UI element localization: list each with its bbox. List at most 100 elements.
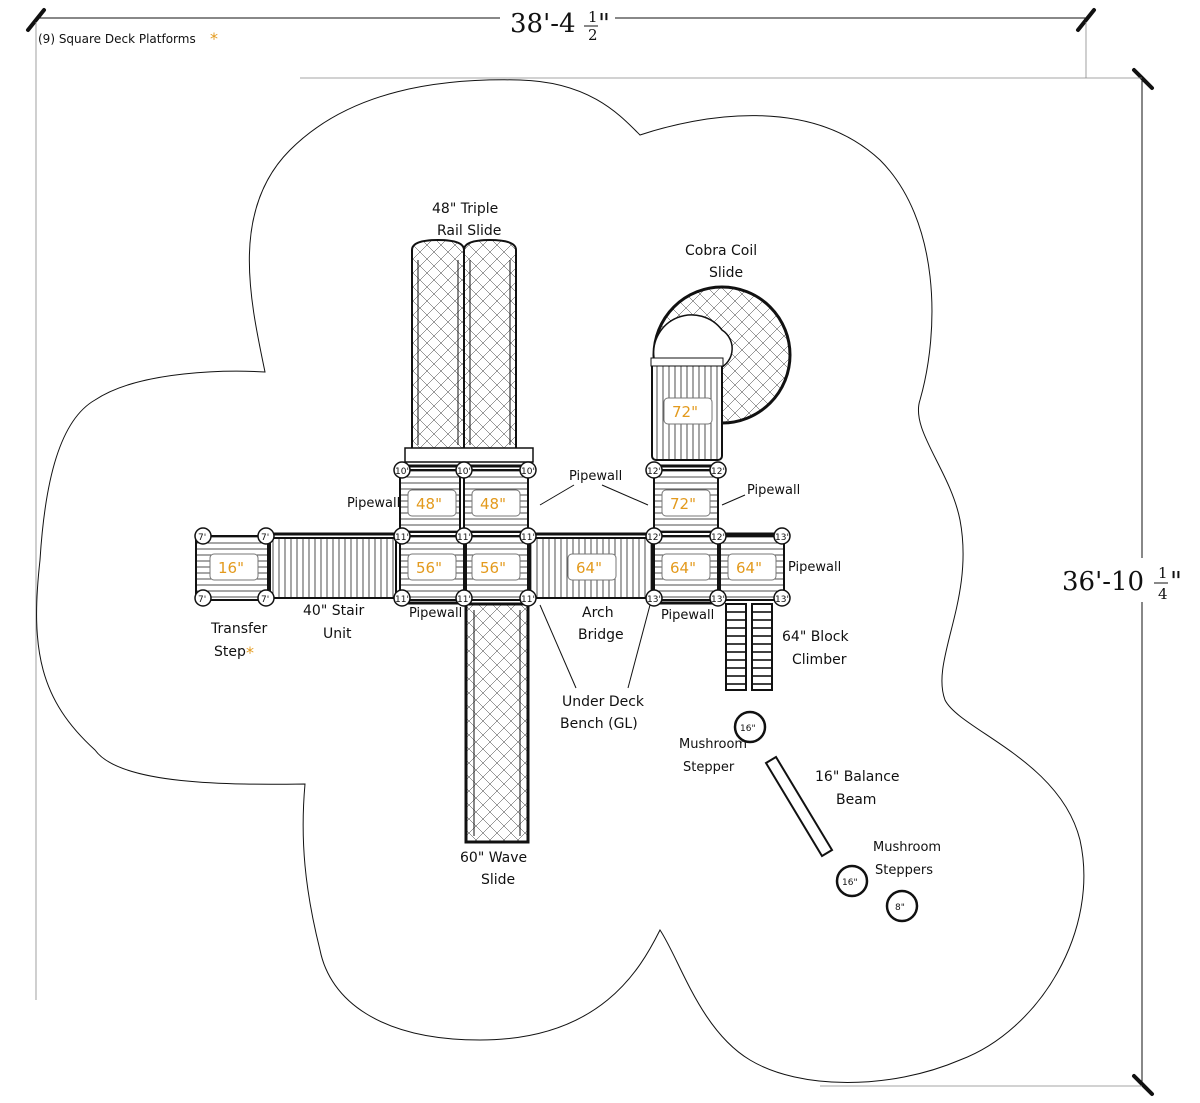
balance-label-2: Beam <box>836 792 876 808</box>
post <box>519 589 537 607</box>
deck-height-16: 16" <box>218 559 244 577</box>
mushrooms-label-1: Mushroom <box>873 840 941 855</box>
post <box>194 589 212 607</box>
stair-label-2: Unit <box>323 626 352 642</box>
mushroom-label-2: Stepper <box>683 760 735 775</box>
depth-dimension-label: 36'-10 <box>1062 567 1144 597</box>
depth-dimension-tail: " <box>1170 567 1182 597</box>
svg-text:16": 16" <box>740 724 756 734</box>
arch-label-1: Arch <box>582 605 614 621</box>
bench-label-1: Under Deck <box>562 694 645 710</box>
post <box>393 589 411 607</box>
svg-text:7': 7' <box>261 595 269 605</box>
svg-text:12': 12' <box>711 533 725 543</box>
post <box>519 527 537 545</box>
post <box>519 461 537 479</box>
pipewall-label-right-upper: Pipewall <box>747 483 800 498</box>
cobra-coil-slide <box>650 285 792 461</box>
width-dimension-tail: " <box>598 9 610 39</box>
post-height-labels: 7' 7' 7' 7' 10' 10' 10' 11' 11' 11' 11' … <box>198 467 789 605</box>
mushroom-stepper-single: 16" <box>733 710 767 744</box>
triple-rail-slide <box>404 238 534 463</box>
balance-beam <box>764 755 834 858</box>
deck-height-48-left: 48" <box>416 495 442 513</box>
svg-text:11': 11' <box>395 595 409 605</box>
svg-text:7': 7' <box>198 595 206 605</box>
mushroom-stepper-pair: 16" 8" <box>835 864 919 923</box>
svg-text:7': 7' <box>261 533 269 543</box>
deck-height-56-right: 56" <box>480 559 506 577</box>
note-asterisk-icon: * <box>210 29 218 48</box>
svg-text:11': 11' <box>521 595 535 605</box>
overall-width-dimension: 38'-4 1 2 " <box>26 8 1096 44</box>
deck-height-64-bridge: 64" <box>576 559 602 577</box>
pipewall-callouts <box>539 484 746 506</box>
svg-text:13': 13' <box>711 595 725 605</box>
deck-height-badges: 16" 48" 48" 56" 56" 64" 64" 64" 72" 72" <box>209 397 777 581</box>
post <box>773 589 791 607</box>
use-zone-outline <box>36 79 1085 1083</box>
block-climber-label-2: Climber <box>792 652 847 668</box>
post <box>257 589 275 607</box>
svg-text:12': 12' <box>647 467 661 477</box>
stair-unit <box>269 537 397 599</box>
post <box>773 527 791 545</box>
site-boundary <box>35 22 1142 1087</box>
pipewall-label-left-lower: Pipewall <box>409 606 462 621</box>
post <box>257 527 275 545</box>
post <box>709 527 727 545</box>
posts <box>194 461 791 607</box>
svg-text:16": 16" <box>842 878 858 888</box>
triple-slide-label-2: Rail Slide <box>437 223 501 239</box>
post <box>393 527 411 545</box>
svg-text:11': 11' <box>457 533 471 543</box>
deck-height-48-right: 48" <box>480 495 506 513</box>
pipewall-label-center-upper: Pipewall <box>569 469 622 484</box>
cobra-label-1: Cobra Coil <box>685 243 757 259</box>
svg-text:12': 12' <box>711 467 725 477</box>
post <box>455 461 473 479</box>
stair-label-1: 40" Stair <box>303 603 365 619</box>
post <box>455 527 473 545</box>
post <box>645 461 663 479</box>
arch-label-2: Bridge <box>578 627 624 643</box>
svg-text:10': 10' <box>395 467 409 477</box>
transfer-label-1: Transfer <box>210 621 268 637</box>
svg-text:12': 12' <box>647 533 661 543</box>
post <box>645 527 663 545</box>
svg-text:11': 11' <box>521 533 535 543</box>
block-climber-label-1: 64" Block <box>782 629 849 645</box>
post <box>645 589 663 607</box>
block-climber <box>725 603 773 691</box>
width-fraction-den: 2 <box>588 26 598 44</box>
transfer-label-2: Step <box>214 644 246 660</box>
cobra-label-2: Slide <box>709 265 743 281</box>
width-fraction-num: 1 <box>588 8 598 26</box>
pipewall-label-center-lower: Pipewall <box>661 608 714 623</box>
deck-height-64-right: 64" <box>736 559 762 577</box>
mushroom-label-1: Mushroom <box>679 737 747 752</box>
svg-text:13': 13' <box>775 595 789 605</box>
svg-text:13': 13' <box>647 595 661 605</box>
svg-text:11': 11' <box>457 595 471 605</box>
wave-slide <box>464 602 530 844</box>
deck-height-56-left: 56" <box>416 559 442 577</box>
deck-height-72-cobra: 72" <box>672 403 698 421</box>
wave-label-2: Slide <box>481 872 515 888</box>
deck-height-64-mid: 64" <box>670 559 696 577</box>
post <box>709 589 727 607</box>
post <box>393 461 411 479</box>
balance-label-1: 16" Balance <box>815 769 900 785</box>
svg-text:11': 11' <box>395 533 409 543</box>
post <box>194 527 212 545</box>
svg-text:13': 13' <box>775 533 789 543</box>
transfer-asterisk-icon: * <box>246 643 254 662</box>
post <box>709 461 727 479</box>
overall-depth-dimension: 36'-10 1 4 " <box>1062 68 1182 1096</box>
svg-text:7': 7' <box>198 533 206 543</box>
pipewall-label-left-upper: Pipewall <box>347 496 400 511</box>
deck-height-72-upper: 72" <box>670 495 696 513</box>
width-dimension-label: 38'-4 <box>510 9 576 39</box>
bench-callouts <box>539 604 651 689</box>
